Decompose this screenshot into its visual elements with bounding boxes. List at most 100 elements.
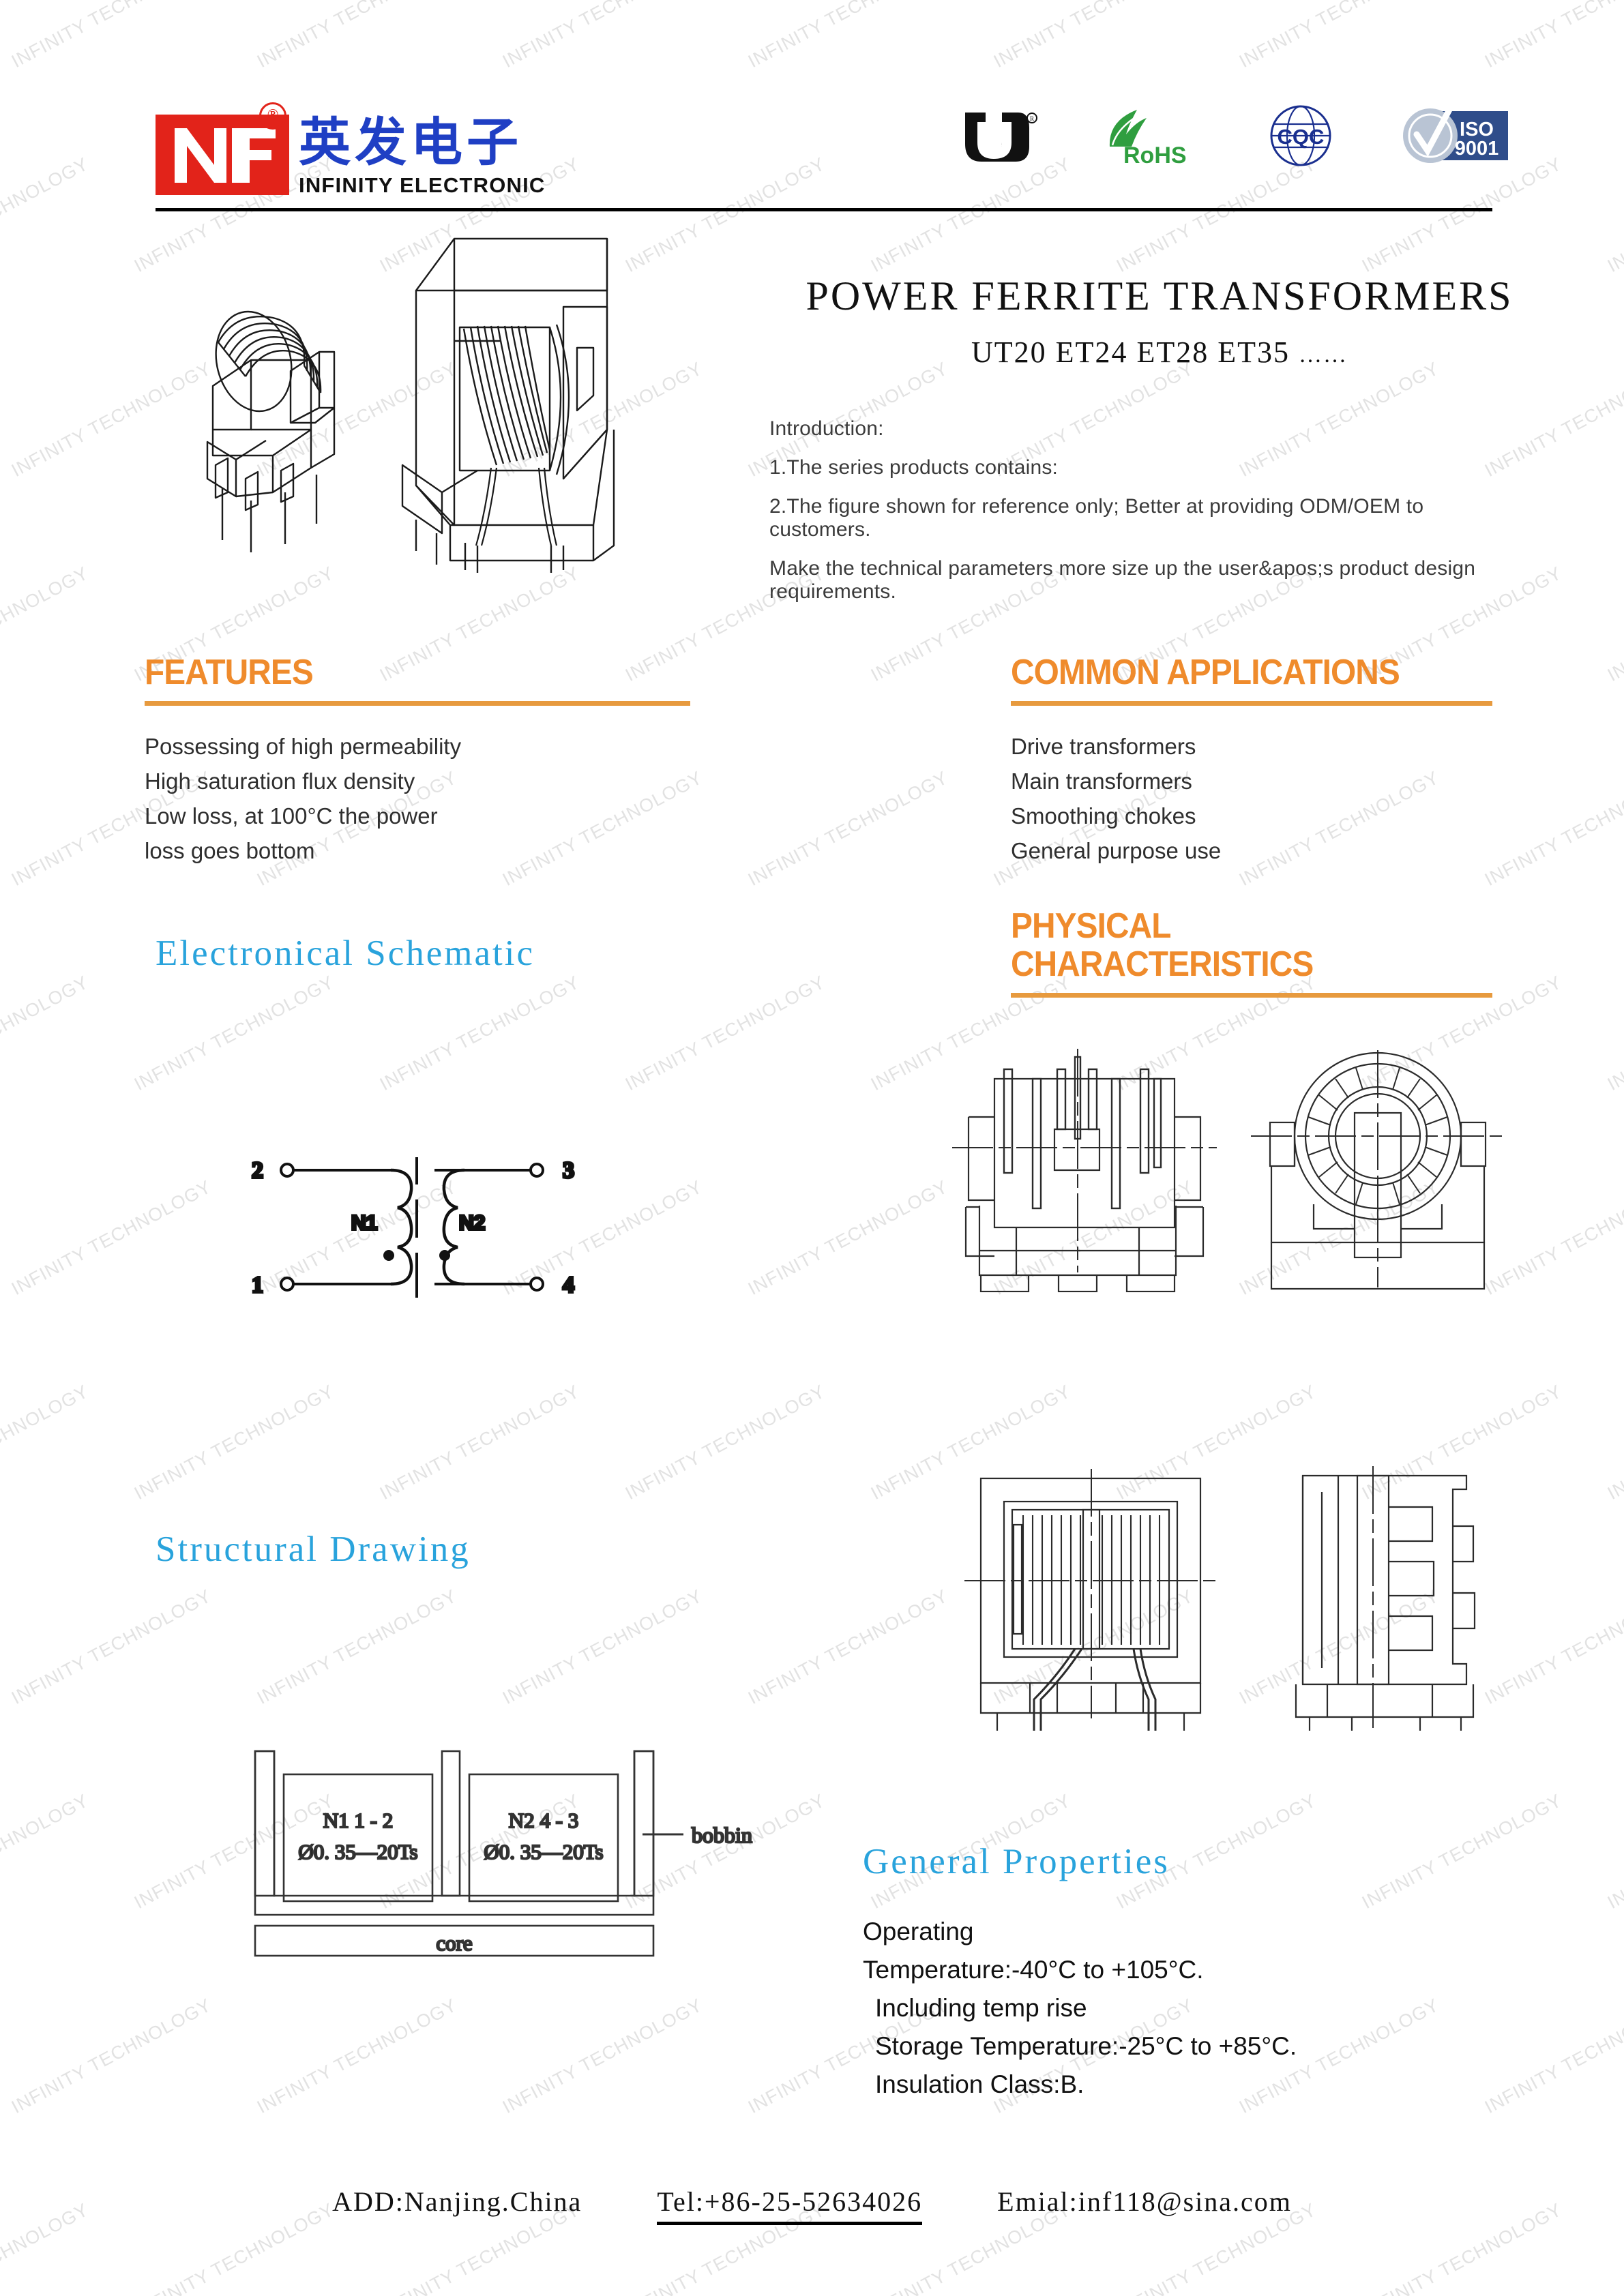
introduction-heading: Introduction: xyxy=(769,417,884,440)
application-item: Smoothing chokes xyxy=(1011,803,1196,829)
watermark-text: INFINITY TECHNOLOGY xyxy=(130,972,338,1095)
structural-n2-spec: Ø0. 35—20Ts xyxy=(484,1840,603,1864)
structural-drawing-diagram: N1 1 - 2 Ø0. 35—20Ts N2 4 - 3 Ø0. 35—20T… xyxy=(225,1732,771,1957)
footer-telephone[interactable]: Tel:+86-25-52634026 xyxy=(657,2186,923,2225)
watermark-text: INFINITY TECHNOLOGY xyxy=(376,1381,583,1504)
company-english-name: INFINITY ELECTRONIC xyxy=(299,173,546,197)
watermark-text: INFINITY TECHNOLOGY xyxy=(621,1381,829,1504)
watermark-text: INFINITY TECHNOLOGY xyxy=(1604,972,1624,1095)
title-block: POWER FERRITE TRANSFORMERS UT20 ET24 ET2… xyxy=(784,273,1535,370)
physical-characteristics-heading: PHYSICAL CHARACTERISTICS xyxy=(1011,906,1314,984)
watermark-text: INFINITY TECHNOLOGY xyxy=(8,1176,215,1300)
watermark-text: INFINITY TECHNOLOGY xyxy=(1358,1790,1565,1913)
watermark-text: INFINITY TECHNOLOGY xyxy=(8,1585,215,1709)
application-item: Drive transformers xyxy=(1011,734,1196,759)
watermark-text: INFINITY TECHNOLOGY xyxy=(8,1995,215,2118)
watermark-text: INFINITY TECHNOLOGY xyxy=(1604,563,1624,686)
introduction-block: Introduction: 1.The series products cont… xyxy=(769,417,1526,619)
watermark-text: INFINITY TECHNOLOGY xyxy=(621,972,829,1095)
feature-item: loss goes bottom xyxy=(145,838,315,863)
schematic-pin-2-label: 2 xyxy=(252,1158,263,1183)
physical-drawing-front-view xyxy=(941,1002,1228,1293)
applications-divider xyxy=(1011,701,1492,706)
general-property-item: Insulation Class:B. xyxy=(875,2070,1084,2098)
watermark-text: INFINITY TECHNOLOGY xyxy=(0,563,92,685)
general-property-item: Operating xyxy=(863,1918,974,1945)
feature-item: Low loss, at 100°C the power xyxy=(145,803,438,829)
physical-drawing-top-view xyxy=(1241,1002,1514,1292)
watermark-text: INFINITY TECHNOLOGY xyxy=(1604,1381,1624,1504)
physical-characteristics-section: PHYSICAL CHARACTERISTICS xyxy=(1011,907,1492,998)
general-property-item: Storage Temperature:-25°C to +85°C. xyxy=(875,2032,1297,2060)
watermark-text: INFINITY TECHNOLOGY xyxy=(0,1790,92,1913)
page-footer: ADD:Nanjing.China Tel:+86-25-52634026 Em… xyxy=(0,2186,1624,2225)
company-name-block: 英发电子 INFINITY ELECTRONIC xyxy=(299,115,546,198)
watermark-text: INFINITY TECHNOLOGY xyxy=(0,1381,92,1504)
general-properties-list: Operating Temperature:-40°C to +105°C. I… xyxy=(863,1913,1518,2104)
schematic-pin-1-label: 1 xyxy=(252,1272,263,1298)
page-header: ® 英发电子 INFINITY ELECTRONIC R xyxy=(0,0,1624,218)
structural-n1-spec: Ø0. 35—20Ts xyxy=(298,1840,417,1864)
watermark-text: INFINITY TECHNOLOGY xyxy=(0,972,92,1094)
watermark-text: INFINITY TECHNOLOGY xyxy=(253,1585,460,1709)
model-list: UT20 ET24 ET28 ET35 …… xyxy=(784,335,1535,370)
introduction-line-3: Make the technical parameters more size … xyxy=(769,557,1476,603)
application-item: General purpose use xyxy=(1011,838,1222,863)
transformer-schematic-diagram: 2 3 1 4 N1 xyxy=(242,1129,610,1320)
certification-badges: R RoHS CQC xyxy=(958,102,1509,173)
svg-text:ISO: ISO xyxy=(1460,119,1494,140)
svg-text:CQC: CQC xyxy=(1278,125,1325,149)
schematic-pin-4-label: 4 xyxy=(563,1272,574,1298)
page-title: POWER FERRITE TRANSFORMERS xyxy=(806,273,1514,318)
schematic-n2-label: N2 xyxy=(459,1212,485,1234)
introduction-line-1: 1.The series products contains: xyxy=(769,456,1059,479)
applications-list: Drive transformers Main transformers Smo… xyxy=(1011,729,1492,868)
nf-logo-icon: ® xyxy=(156,102,289,195)
feature-item: High saturation flux density xyxy=(145,769,415,794)
physical-drawing-side-view xyxy=(1262,1459,1514,1732)
schematic-pin-3-label: 3 xyxy=(563,1158,574,1183)
applications-section: COMMON APPLICATIONS Drive transformers M… xyxy=(1011,653,1492,868)
physical-drawing-section-view xyxy=(955,1459,1228,1732)
model-list-text: UT20 ET24 ET28 ET35 xyxy=(971,336,1290,369)
general-property-item: Including temp rise xyxy=(875,1994,1087,2022)
features-divider xyxy=(145,701,690,706)
header-divider xyxy=(156,208,1492,211)
features-heading: FEATURES xyxy=(145,653,314,692)
model-list-ellipsis: …… xyxy=(1298,342,1348,368)
physical-characteristics-divider xyxy=(1011,993,1492,998)
features-list: Possessing of high permeability High sat… xyxy=(145,729,690,868)
schematic-n1-label: N1 xyxy=(351,1212,377,1234)
structural-n1-name: N1 1 - 2 xyxy=(323,1808,393,1832)
footer-email[interactable]: Emial:inf118@sina.com xyxy=(997,2186,1292,2217)
product-illustration xyxy=(171,225,709,573)
registered-trademark-icon: ® xyxy=(259,102,286,130)
watermark-text: INFINITY TECHNOLOGY xyxy=(744,1585,951,1709)
structural-n2-name: N2 4 - 3 xyxy=(509,1808,578,1832)
company-logo-block: ® 英发电子 INFINITY ELECTRONIC xyxy=(156,102,546,198)
general-property-item: Temperature:-40°C to +105°C. xyxy=(863,1956,1204,1984)
feature-item: Possessing of high permeability xyxy=(145,734,462,759)
rohs-certification-logo: RoHS xyxy=(1099,104,1201,170)
introduction-line-2: 2.The figure shown for reference only; B… xyxy=(769,495,1424,541)
ul-certification-logo: R xyxy=(958,104,1040,170)
footer-address: ADD:Nanjing.China xyxy=(332,2186,582,2217)
watermark-text: INFINITY TECHNOLOGY xyxy=(376,972,583,1095)
watermark-text: INFINITY TECHNOLOGY xyxy=(744,767,951,891)
watermark-text: INFINITY TECHNOLOGY xyxy=(1481,767,1624,891)
watermark-text: INFINITY TECHNOLOGY xyxy=(744,1176,951,1300)
svg-text:R: R xyxy=(1030,115,1034,122)
iso-certification-logo: ISO 9001 xyxy=(1400,103,1509,172)
watermark-text: INFINITY TECHNOLOGY xyxy=(499,1585,706,1709)
applications-heading: COMMON APPLICATIONS xyxy=(1011,653,1400,692)
application-item: Main transformers xyxy=(1011,769,1192,794)
watermark-text: INFINITY TECHNOLOGY xyxy=(499,1995,706,2118)
watermark-text: INFINITY TECHNOLOGY xyxy=(1604,1790,1624,1913)
structural-core-label: core xyxy=(436,1931,472,1955)
structural-drawing-heading: Structural Drawing xyxy=(156,1530,471,1569)
svg-text:RoHS: RoHS xyxy=(1123,143,1187,167)
structural-bobbin-label: bobbin xyxy=(692,1823,752,1847)
company-chinese-name: 英发电子 xyxy=(299,112,522,173)
cqc-certification-logo: CQC xyxy=(1260,102,1342,173)
